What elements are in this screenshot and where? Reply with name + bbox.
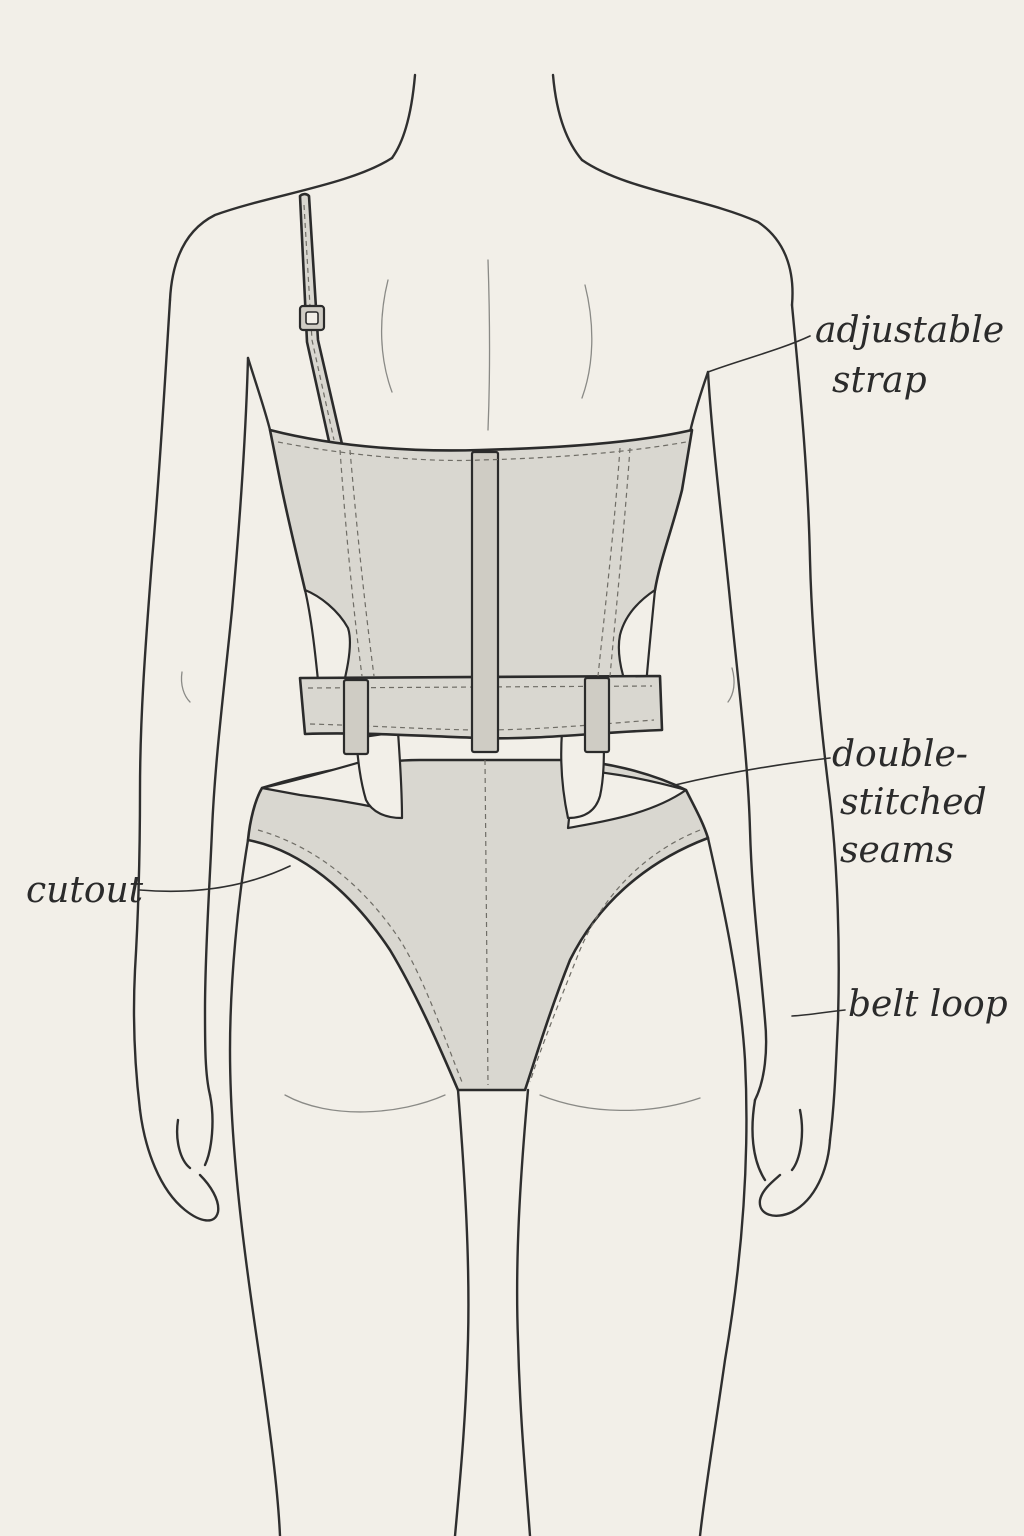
waist-hint-right (727, 667, 735, 703)
belt-loop-left (342, 678, 370, 756)
seam-stitch-leg-left (257, 829, 463, 1083)
leader-double-stitched (674, 757, 831, 786)
annotations: adjustable strap double- stitched seams … (26, 310, 1008, 1025)
leader-belt-loop (791, 1009, 846, 1017)
label-belt-loop: belt loop (848, 984, 1008, 1025)
leader-cutout (139, 865, 291, 893)
seam-stitch-left-bodice (339, 449, 363, 677)
strap-stitch (303, 204, 335, 441)
seam-stitch-leg-right (529, 829, 701, 1083)
label-double-stitched-line2: stitched (840, 782, 987, 823)
hip-cutout-right-inner (560, 730, 606, 820)
waist-cutout-left (303, 588, 352, 702)
right-hand (751, 1098, 832, 1217)
seam-stitch-left-bodice-2 (349, 449, 375, 677)
center-back-panel (470, 450, 500, 754)
torso-left-upper (246, 356, 272, 432)
shoulder-left (168, 156, 394, 302)
neck-right (551, 73, 584, 162)
left-arm-inner (203, 356, 250, 1097)
right-arm-outer (790, 303, 840, 1142)
strap-buckle-hole (305, 311, 319, 325)
figure-outline (132, 73, 840, 1536)
label-adjustable-strap-line2: strap (832, 360, 927, 401)
inner-leg-right (515, 1088, 532, 1536)
seam-stitch-center-back (484, 759, 489, 1086)
right-hip (698, 836, 748, 1536)
belt-loop-right (583, 676, 611, 754)
neck-left (390, 73, 417, 160)
spine-line (487, 259, 491, 431)
inner-leg-left (453, 1088, 470, 1536)
seam-stitch-top-edge (277, 441, 687, 462)
seam-stitch-right-bodice-2 (609, 447, 631, 677)
shoulder-right (580, 158, 794, 307)
bodysuit-garment (246, 192, 710, 1092)
leader-adjustable-strap (707, 335, 811, 373)
buttock-crease-left (284, 1094, 446, 1113)
left-hand (138, 1093, 220, 1222)
right-arm-inner (706, 370, 768, 1102)
label-adjustable-strap-line1: adjustable (815, 310, 1004, 351)
torso-right-upper (688, 370, 710, 434)
seam-stitch-right-bodice (597, 447, 621, 677)
shoulder-blade-right (581, 284, 593, 399)
buttock-crease-right (539, 1094, 701, 1112)
waist-hint-left (180, 671, 191, 703)
label-double-stitched-line1: double- (832, 734, 968, 775)
label-cutout: cutout (26, 870, 144, 911)
left-arm-outer (132, 298, 172, 1112)
label-double-stitched-line3: seams (840, 830, 954, 871)
shoulder-blade-left (380, 279, 393, 393)
left-hip (228, 838, 282, 1536)
